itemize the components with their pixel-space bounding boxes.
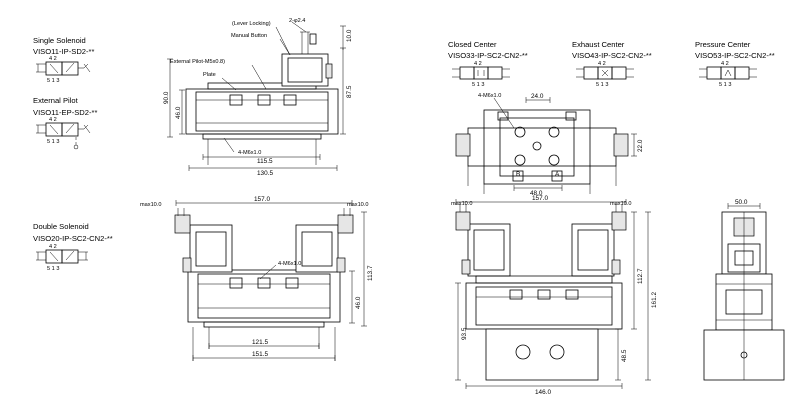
dim-24: 24.0 [531,93,544,100]
double-solenoid-valve-drawing [174,208,354,361]
dim-93-5: 93.5 [461,327,468,340]
thread-callout-left: 4-M6x1.0 [238,150,261,156]
pneumatic-symbol-double: 4 2 5 1 3 [36,244,88,272]
dim-87-5: 87.5 [346,85,353,98]
single-solenoid-model: VISO11-IP-SD2-** [33,47,95,56]
double-solenoid-title: Double Solenoid [33,222,89,231]
external-pilot-model: VISO11-EP-SD2-** [33,108,97,117]
dimensions-front: max10.0 max10.0 157.0 112.7 161.2 93.5 4… [451,195,658,396]
dim-161-2: 161.2 [651,292,658,308]
dimensions-double: max10.0 max10.0 157.0 113.7 46.0 121.5 1… [140,196,374,361]
dim-48-5: 48.5 [621,349,628,362]
dim-48: 48.0 [530,190,543,197]
port-label-42: 4 2 [49,56,57,62]
pneumatic-symbol-pressure: 4 2 5 1 3 [699,61,757,88]
dim-max10-front-right: max10.0 [610,201,631,207]
closed-center-title: Closed Center [448,40,497,49]
exhaust-center-model: VISO43-IP-SC2-CN2-** [572,51,652,60]
port-label-42-ext: 4 2 [49,117,57,123]
pneumatic-symbol-external: 4 2 5 1 3 [36,117,91,150]
pressure-center-title: Pressure Center [695,40,751,49]
closed-center-model: VISO33-IP-SC2-CN2-** [448,51,528,60]
port-a-label: A [555,171,560,178]
lever-locking-callout: (Lever Locking) [232,21,271,27]
front-view-drawing [455,204,627,381]
dim-50: 50.0 [735,199,748,206]
dim-112-7: 112.7 [637,268,644,284]
port-label-513-ext: 5 1 3 [47,139,59,145]
port-label-42-ec: 4 2 [598,61,606,67]
external-pilot-callout: External Pilot-M5x0.8) [170,59,225,65]
side-view-drawing: 50.0 [703,199,785,381]
dim-10: 10.0 [346,29,353,42]
plan-view-drawing [455,109,629,194]
dim-115-5: 115.5 [257,158,273,165]
dim-113-7: 113.7 [367,265,374,281]
dim-151-5: 151.5 [252,351,268,358]
external-pilot-title: External Pilot [33,96,79,105]
port-label-42-dbl: 4 2 [49,244,57,250]
single-solenoid-valve-drawing [185,31,339,165]
port-label-42-cc: 4 2 [474,61,482,67]
thread-callout-double: 4-M6x1.0 [278,261,301,267]
dim-157-left: 157.0 [254,196,270,203]
pneumatic-symbol-closed: 4 2 5 1 3 [452,61,510,88]
single-solenoid-title: Single Solenoid [33,36,86,45]
manual-button-callout: Manual Button [231,33,267,39]
plate-callout: Plate [203,72,216,78]
dim-max10-left: max10.0 [140,202,161,208]
double-solenoid-model: VISO20-IP-SC2-CN2-** [33,234,113,243]
dim-max10-right: max10.0 [347,202,368,208]
pneumatic-symbol-exhaust: 4 2 5 1 3 [576,61,634,88]
dim-22: 22.0 [637,139,644,152]
dim-46-single: 46.0 [175,106,182,119]
dim-90: 90.0 [163,91,170,104]
port-label-513-dbl: 5 1 3 [47,266,59,272]
port-label-513-pc: 5 1 3 [719,82,731,88]
dim-130-5: 130.5 [257,170,273,177]
port-label-513: 5 1 3 [47,78,59,84]
thread-callout-plan: 4-M6x1.0 [478,93,501,99]
dim-157-front: 157.0 [532,195,548,202]
port-label-42-pc: 4 2 [721,61,729,67]
pneumatic-symbol-single: 4 2 5 1 3 [36,56,91,84]
dim-146: 146.0 [535,389,551,396]
dimensions-single: 115.5 130.5 90.0 46.0 87.5 10.0 [163,25,353,177]
exhaust-center-title: Exhaust Center [572,40,625,49]
port-label-513-ec: 5 1 3 [596,82,608,88]
port-label-513-cc: 5 1 3 [472,82,484,88]
hole-callout: 2-φ2.4 [289,18,305,24]
dim-121-5: 121.5 [252,339,268,346]
dim-max10-front-left: max10.0 [451,201,472,207]
dimensions-plan: 24.0 22.0 48.0 [513,93,644,197]
dim-46-double: 46.0 [355,296,362,309]
port-b-label: B [516,171,520,178]
pressure-center-model: VISO53-IP-SC2-CN2-** [695,51,775,60]
